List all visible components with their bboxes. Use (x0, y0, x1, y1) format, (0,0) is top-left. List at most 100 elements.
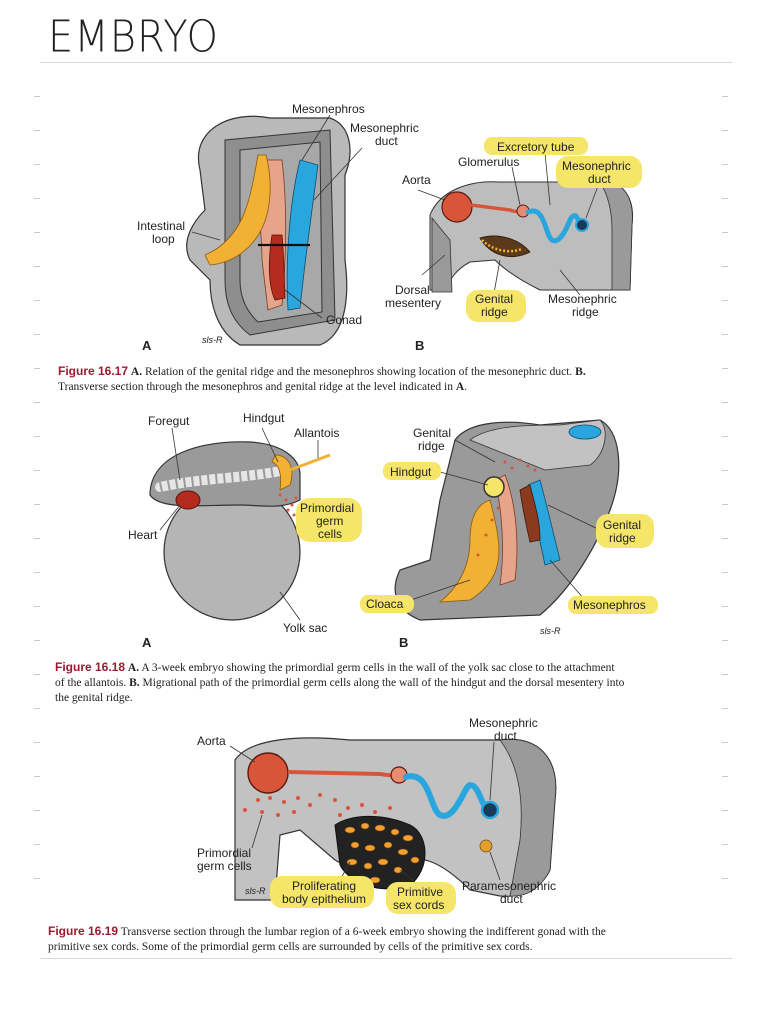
aorta-circle (441, 191, 473, 223)
genital-ridge-shape (479, 235, 531, 257)
label-mesonephros-b: Mesonephros (573, 598, 646, 612)
highlight-hindgut-b (383, 462, 441, 480)
hindgut-cloaca-yellow (438, 499, 500, 603)
label-paramesonephric-1: Paramesonephric (462, 879, 556, 893)
fig17-panel-a: Mesonephros Mesonephric duct Intestinal … (137, 102, 419, 353)
highlight-proliferating-epithelium (270, 876, 374, 908)
label-dorsal-1: Dorsal (395, 283, 430, 297)
label-intestinal-1: Intestinal (137, 219, 185, 233)
page-title: EMBRYO (48, 11, 219, 63)
panel-letter-a: A (142, 635, 152, 650)
label-primordial-3: cells (318, 527, 342, 541)
right-cut-face (499, 738, 557, 897)
signature: sls-R (202, 335, 223, 345)
mesonephros-pink-b (494, 474, 518, 586)
highlight-primitive-sex-cords (386, 882, 456, 914)
label-primordial-19-1: Primordial (197, 846, 251, 860)
signature: sls-R (540, 626, 561, 636)
label-hindgut: Hindgut (243, 411, 285, 425)
excretory-tube-blue (525, 208, 581, 244)
label-mesonephric-19-1: Mesonephric (469, 716, 538, 730)
hindgut-ring (483, 476, 505, 498)
label-primitive-2: sex cords (393, 898, 444, 912)
label-genital-r-2: ridge (609, 531, 636, 545)
mesonephric-duct-blue (286, 159, 319, 311)
highlight-mesonephric-duct (556, 156, 642, 188)
label-glomerulus: Glomerulus (458, 155, 519, 169)
sex-cords-orange (344, 822, 420, 884)
fig17-panel-b: Excretory tube Glomerulus Mesonephric du… (385, 137, 642, 353)
gonad-red (268, 234, 286, 301)
label-genital-b-1: Genital (413, 426, 451, 440)
label-primordial-1: Primordial (300, 501, 354, 515)
label-primordial-2: germ (316, 514, 343, 528)
mesonephric-duct-circle (575, 218, 589, 232)
label-proliferating-2: body epithelium (282, 892, 366, 906)
germ-cells-dots-b (476, 458, 537, 557)
germ-cells-dots (278, 493, 298, 517)
figure-16-18-caption: Figure 16.18 A. A 3-week embryo showing … (55, 660, 625, 704)
label-heart: Heart (128, 528, 158, 542)
label-meso-ridge-1: Mesonephric (548, 292, 617, 306)
label-genital-1: Genital (475, 292, 513, 306)
highlight-excretory-tube (484, 137, 588, 155)
label-mesonephric-19-2: duct (494, 729, 517, 743)
figure-16-18-illustration: Foregut Hindgut Allantois Primordial ger… (128, 411, 658, 650)
signature: sls-R (245, 886, 266, 896)
label-mesonephric-duct-b-1: Mesonephric (562, 159, 631, 173)
label-primitive-1: Primitive (397, 885, 443, 899)
label-meso-ridge-2: ridge (572, 305, 599, 319)
fig18-panel-a: Foregut Hindgut Allantois Primordial ger… (128, 411, 362, 650)
figure-16-17-caption: Figure 16.17 A. Relation of the genital … (58, 364, 586, 393)
label-yolk-sac: Yolk sac (283, 621, 327, 635)
label-primordial-19-2: germ cells (197, 859, 252, 873)
label-dorsal-2: mesentery (385, 296, 441, 310)
caption-fig-number: Figure 16.18 (55, 660, 126, 674)
mesonephric-duct-circle (480, 800, 500, 820)
paramesonephric-duct-circle (479, 839, 493, 853)
label-aorta-19: Aorta (197, 734, 226, 748)
label-aorta: Aorta (402, 173, 431, 187)
hindgut-yellow (271, 454, 293, 491)
label-paramesonephric-2: duct (500, 892, 523, 906)
label-foregut: Foregut (148, 414, 190, 428)
right-margin-ticks (722, 96, 728, 912)
germ-cells-red (243, 793, 392, 817)
label-gonad: Gonad (326, 313, 362, 327)
genital-ridge-epithelium (481, 239, 523, 253)
highlight-cloaca (360, 595, 414, 613)
label-excretory-tube: Excretory tube (497, 140, 575, 154)
footer-rule (40, 958, 732, 959)
label-mesonephric-duct-2: duct (375, 134, 398, 148)
intestinal-loop-yellow (204, 154, 271, 266)
panel-letter-b: B (415, 338, 424, 353)
figure-16-19-caption: Figure 16.19 Transverse section through … (48, 924, 606, 953)
label-proliferating-1: Proliferating (292, 879, 356, 893)
label-hindgut-b: Hindgut (390, 465, 432, 479)
dorsal-mesentery-shape (431, 216, 453, 293)
label-mesonephric-duct-1: Mesonephric (350, 121, 419, 135)
label-genital-b-2: ridge (418, 439, 445, 453)
caption-fig-number: Figure 16.19 (48, 924, 119, 938)
label-mesonephros: Mesonephros (292, 102, 365, 116)
header-rule (40, 62, 732, 63)
label-mesonephric-duct-b-2: duct (588, 172, 611, 186)
figure-16-17-illustration: Mesonephros Mesonephric duct Intestinal … (137, 102, 642, 353)
label-allantois: Allantois (294, 426, 339, 440)
left-margin-ticks (34, 96, 40, 912)
highlight-genital-ridge (466, 290, 526, 322)
label-genital-r-1: Genital (603, 518, 641, 532)
gonad-brown-b (519, 484, 541, 543)
highlight-genital-ridge-b (596, 514, 654, 548)
neural-tube-blue (568, 424, 602, 440)
label-cloaca: Cloaca (366, 597, 404, 611)
label-genital-2: ridge (481, 305, 508, 319)
heart-shape (175, 490, 201, 510)
aorta-circle (247, 752, 289, 794)
figure-16-19-illustration: Aorta Mesonephric duct Primordial germ c… (197, 716, 557, 914)
highlight-mesonephros-b (568, 596, 658, 614)
panel-letter-a: A (142, 338, 152, 353)
gut-tube-beads (158, 465, 287, 492)
panel-letter-b: B (399, 635, 408, 650)
fig18-panel-b: Genital ridge Hindgut Genital ridge Cloa… (360, 419, 658, 650)
